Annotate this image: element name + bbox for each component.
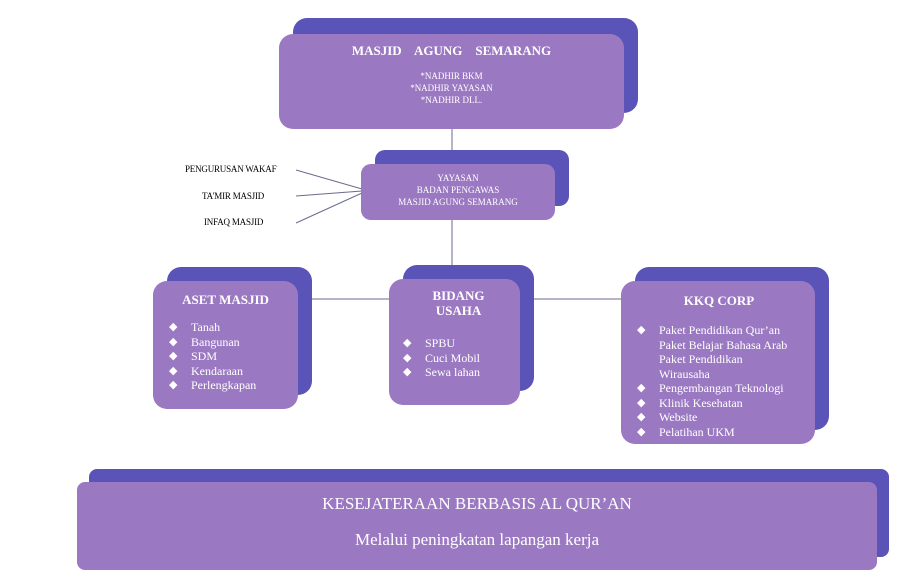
aset-box-face: ASET MASJID ◆ Tanah ◆ Bangunan ◆ SDM ◆ Kenda… (153, 281, 298, 409)
diamond-bullet-icon: ◆ (637, 382, 646, 394)
diamond-bullet-icon: ◆ (637, 411, 646, 423)
list-item: ◆ SDM (169, 349, 290, 364)
bidang-title: BIDANG USAHA (432, 288, 485, 318)
list-item-label: SDM (191, 349, 218, 363)
diamond-bullet-icon: ◆ (637, 324, 646, 336)
connector-wakaf (295, 169, 363, 190)
top-box: MASJID AGUNG SEMARANG *NADHIR BKM *NADHI… (279, 18, 638, 129)
list-item: ◆ Perlengkapan (169, 378, 290, 393)
aset-list: ◆ Tanah ◆ Bangunan ◆ SDM ◆ Kendaraan ◆ Perlen… (169, 320, 290, 393)
diamond-bullet-icon: ◆ (169, 364, 178, 377)
yayasan-box-face: YAYASAN BADAN PENGAWAS MASJID AGUNG SEMA… (361, 164, 555, 220)
list-item-label: Perlengkapan (191, 378, 257, 392)
yayasan-line: MASJID AGUNG SEMARANG (398, 197, 518, 207)
top-line: *NADHIR DLL. (420, 95, 483, 105)
list-item-label: Website (659, 410, 698, 424)
top-box-face: MASJID AGUNG SEMARANG *NADHIR BKM *NADHI… (279, 34, 624, 129)
list-item-label: Sewa lahan (425, 365, 480, 379)
list-item: Wirausaha (637, 367, 811, 382)
list-item: ◆ Sewa lahan (403, 365, 514, 380)
list-item: ◆ Bangunan (169, 335, 290, 350)
label-tamir-masjid: TA'MIR MASJID (202, 191, 265, 201)
list-item-label: Pengembangan Teknologi (659, 381, 784, 395)
label-infaq-masjid: INFAQ MASJID (204, 217, 264, 227)
list-item: ◆ Website (637, 410, 811, 425)
list-item-label: Kendaraan (191, 363, 243, 378)
diamond-bullet-icon: ◆ (169, 350, 178, 362)
diamond-bullet-icon: ◆ (403, 366, 412, 378)
diamond-bullet-icon: ◆ (403, 337, 412, 349)
kkq-list: ◆ Paket Pendidikan Qur’an Paket Belajar B… (637, 323, 811, 439)
list-item: Paket Pendidikan (637, 352, 811, 367)
bottom-banner: KESEJATERAAN BERBASIS AL QUR’AN Melalui … (77, 469, 889, 570)
bidang-box-face: BIDANG USAHA ◆ SPBU ◆ Cuci Mobil ◆ Sewa lah… (389, 279, 520, 405)
aset-title: ASET MASJID (182, 292, 269, 307)
top-box-title: MASJID AGUNG SEMARANG (351, 43, 552, 58)
aset-box: ASET MASJID ◆ Tanah ◆ Bangunan ◆ SDM ◆ Kenda… (153, 267, 312, 409)
list-item-label: Paket Belajar Bahasa Arab (659, 337, 788, 352)
list-item: ◆ Cuci Mobil (403, 351, 514, 366)
list-item-label: Cuci Mobil (425, 350, 481, 365)
list-item: ◆ Klinik Kesehatan (637, 396, 811, 411)
list-item: ◆ Pelatihan UKM (637, 425, 811, 440)
list-item: Paket Belajar Bahasa Arab (637, 338, 811, 353)
bidang-list: ◆ SPBU ◆ Cuci Mobil ◆ Sewa lahan (403, 336, 514, 380)
label-pengurusan-wakaf: PENGURUSAN WAKAF (185, 164, 277, 174)
bottom-subtitle: Melalui peningkatan lapangan kerja (354, 530, 600, 549)
bidang-box: BIDANG USAHA ◆ SPBU ◆ Cuci Mobil ◆ Sewa lah… (389, 265, 534, 405)
bottom-title: KESEJATERAAN BERBASIS AL QUR’AN (322, 494, 632, 513)
top-line: *NADHIR BKM (420, 71, 483, 81)
bottom-banner-face: KESEJATERAAN BERBASIS AL QUR’AN Melalui … (77, 482, 877, 570)
list-item-label: Wirausaha (659, 366, 710, 381)
diamond-bullet-icon: ◆ (637, 425, 646, 438)
list-item-label: Pelatihan UKM (659, 424, 735, 439)
list-item: ◆ SPBU (403, 336, 514, 351)
diamond-bullet-icon: ◆ (169, 335, 178, 348)
list-item-label: Klinik Kesehatan (659, 395, 743, 410)
connector-tamir (295, 190, 363, 197)
list-item-label: SPBU (425, 336, 456, 350)
list-item: ◆ Kendaraan (169, 364, 290, 379)
list-item-label: Bangunan (191, 334, 240, 349)
top-box-lines: *NADHIR BKM *NADHIR YAYASAN *NADHIR DLL. (279, 70, 624, 106)
kkq-title: KKQ CORP (683, 293, 755, 308)
yayasan-box: YAYASAN BADAN PENGAWAS MASJID AGUNG SEMA… (361, 150, 569, 220)
kkq-box-face: KKQ CORP ◆ Paket Pendidikan Qur’an Paket … (621, 281, 815, 444)
list-item: ◆ Paket Pendidikan Qur’an (637, 323, 811, 338)
yayasan-line: BADAN PENGAWAS (416, 185, 500, 195)
diamond-bullet-icon: ◆ (403, 351, 412, 364)
connector-infaq (295, 192, 363, 224)
kkq-box: KKQ CORP ◆ Paket Pendidikan Qur’an Paket … (621, 267, 829, 444)
list-item-label: Paket Pendidikan Qur’an (659, 323, 781, 337)
yayasan-line: YAYASAN (437, 173, 479, 183)
diamond-bullet-icon: ◆ (169, 321, 178, 333)
list-item-label: Tanah (191, 320, 221, 334)
list-item-label: Paket Pendidikan (659, 352, 743, 366)
diamond-bullet-icon: ◆ (169, 379, 178, 391)
top-line: *NADHIR YAYASAN (410, 83, 493, 93)
diamond-bullet-icon: ◆ (637, 396, 646, 409)
list-item: ◆ Pengembangan Teknologi (637, 381, 811, 396)
list-item: ◆ Tanah (169, 320, 290, 335)
